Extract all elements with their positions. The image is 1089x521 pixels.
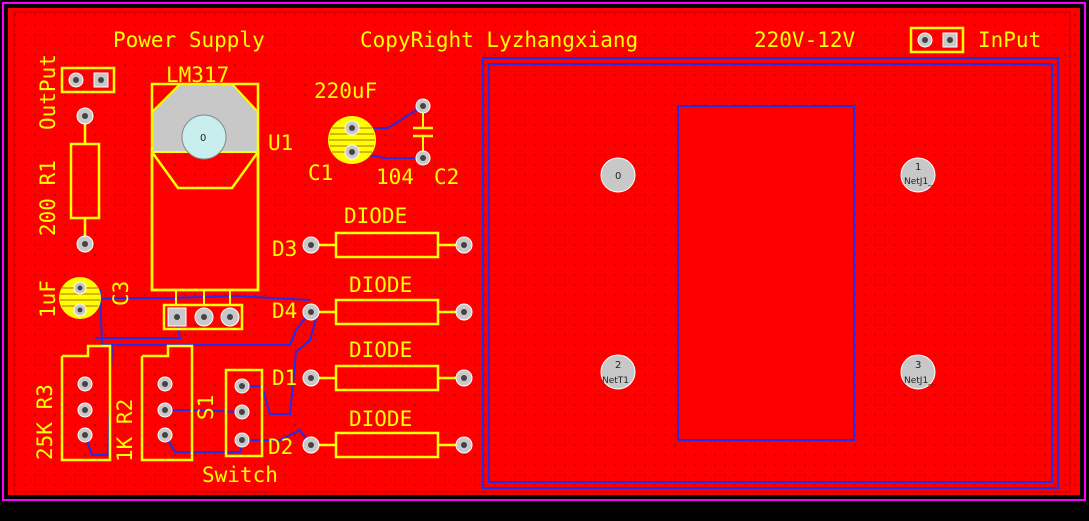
diode-ref: D4 [272,299,297,323]
keepout-outline [13,11,1071,493]
potentiometer-r3[interactable] [60,344,112,462]
c1-ref: C1 [308,161,333,185]
diode-value: DIODE [349,407,412,431]
diode-value: DIODE [344,204,407,228]
regulator-tab-pad-number: 0 [200,133,206,144]
capacitor-c2[interactable] [413,98,433,166]
board-title: Power Supply [113,28,265,52]
c2-ref: C2 [434,165,459,189]
switch-label: Switch [202,463,278,487]
diode-d1[interactable]: DIODE D1 [272,338,473,392]
transformer-pad-2[interactable]: 2 NetT1 [600,354,636,390]
c3-ref: C3 [109,281,133,306]
pad-number: 2 [615,360,621,371]
output-connector[interactable] [60,66,116,94]
transformer-pad-1[interactable]: 1 NetJ1_ [900,157,936,193]
diode-value: DIODE [349,338,412,362]
transformer-outline-inner [488,63,1053,483]
pad-number: 0 [615,171,621,182]
capacitor-c1[interactable] [328,116,376,164]
output-label: OutPut [36,54,60,130]
regulator-u1[interactable]: 0 [150,82,260,331]
diode-d2[interactable]: DIODE D2 [268,407,473,459]
transformer-pad-0[interactable]: 0 [600,157,636,193]
pad-number: 1 [915,162,921,173]
pad-net-label: NetJ1_ [904,177,933,187]
diode-value: DIODE [349,273,412,297]
r2-label: 1K R2 [113,399,137,462]
capacitor-c3[interactable] [59,277,101,319]
diode-d3[interactable]: DIODE D3 [272,204,473,261]
transformer-body [677,105,855,441]
potentiometer-r2[interactable] [140,344,194,462]
c3-value: 1uF [36,280,60,318]
transformer-pad-3[interactable]: 3 NetJ1_ [900,354,936,390]
pad-number: 3 [915,360,921,371]
voltage-label: 220V-12V [754,28,856,52]
regulator-ref: U1 [268,131,293,155]
s1-ref: S1 [194,395,218,420]
diode-ref: D3 [272,237,297,261]
regulator-mount-hole [181,114,227,160]
diode-d4[interactable]: DIODE D4 [272,273,473,326]
c1-value: 220uF [314,79,377,103]
c2-value: 104 [376,165,414,189]
r1-label: 200 R1 [36,160,60,236]
input-connector[interactable] [909,26,965,54]
diode-ref: D1 [272,366,297,390]
copyright-label: CopyRight Lyzhangxiang [360,28,638,52]
pad-net-label: NetJ1_ [904,376,933,386]
resistor-r1[interactable] [69,107,101,253]
transformer-outline-outer [482,57,1059,489]
input-label: InPut [978,28,1041,52]
pad-net-label: NetT1 [602,376,629,386]
r3-label: 25K R3 [33,384,57,460]
board-edge [2,2,1086,501]
diode-ref: D2 [268,435,293,459]
switch-s1[interactable] [224,368,264,458]
